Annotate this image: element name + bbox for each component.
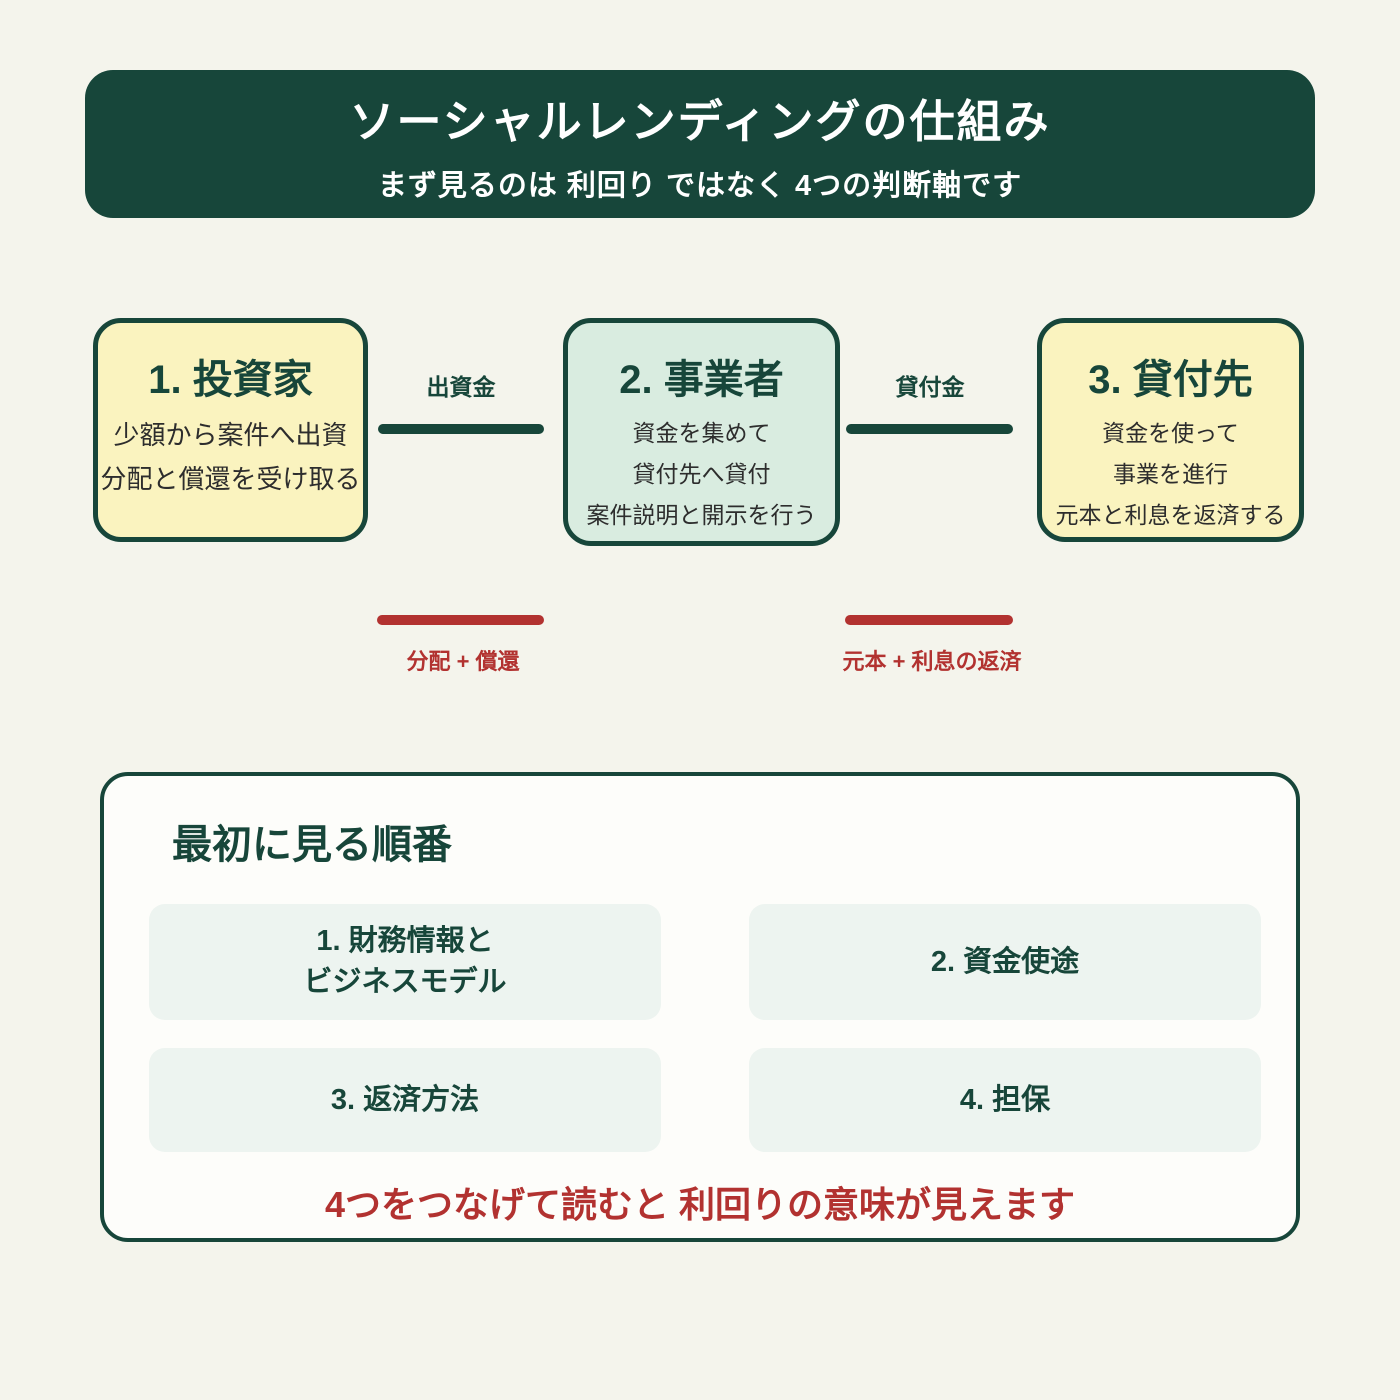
node-line: 少額から案件へ出資 xyxy=(113,420,348,450)
node-line: 資金を使って xyxy=(1102,420,1239,446)
node-line: 事業を進行 xyxy=(1113,461,1228,487)
checklist-item-use-of-funds: 2. 資金使途 xyxy=(749,904,1261,1020)
forward-link-line xyxy=(378,424,544,434)
return-link-label-distribution: 分配 + 償還 xyxy=(406,649,520,674)
checklist-item-label: 1. 財務情報と ビジネスモデル xyxy=(303,921,506,1003)
checklist-item-collateral: 4. 担保 xyxy=(749,1048,1261,1152)
return-link-line xyxy=(845,615,1013,625)
node-line: 元本と利息を返済する xyxy=(1055,502,1286,528)
page-title: ソーシャルレンディングの仕組み xyxy=(349,95,1051,147)
node-title: 3. 貸付先 xyxy=(1088,358,1253,402)
node-body: 少額から案件へ出資 分配と償還を受け取る xyxy=(100,413,360,501)
return-link-line xyxy=(377,615,544,625)
forward-link-label-investment: 出資金 xyxy=(426,374,496,400)
flow-node-borrower: 3. 貸付先 資金を使って 事業を進行 元本と利息を返済する xyxy=(1037,318,1304,542)
node-line: 貸付先へ貸付 xyxy=(632,461,771,487)
node-line: 資金を集めて xyxy=(632,420,771,446)
checklist-item-label: 4. 担保 xyxy=(959,1083,1051,1116)
header-banner: ソーシャルレンディングの仕組み まず見るのは 利回り ではなく 4つの判断軸です xyxy=(85,70,1315,218)
node-title: 1. 投資家 xyxy=(148,358,313,402)
checklist-item-line: 1. 財務情報と xyxy=(316,925,494,957)
return-link-label-repayment: 元本 + 利息の返済 xyxy=(842,649,1022,674)
checklist-item-label: 3. 返済方法 xyxy=(330,1083,480,1116)
forward-link-label-loan: 貸付金 xyxy=(895,374,965,400)
checklist-card: 最初に見る順番 1. 財務情報と ビジネスモデル 2. 資金使途 3. 返済方法… xyxy=(100,772,1300,1242)
node-body: 資金を集めて 貸付先へ貸付 案件説明と開示を行う xyxy=(587,413,817,536)
checklist-item-repayment-method: 3. 返済方法 xyxy=(149,1048,661,1152)
node-line: 分配と償還を受け取る xyxy=(100,464,361,494)
node-body: 資金を使って 事業を進行 元本と利息を返済する xyxy=(1056,413,1286,536)
checklist-item-line: ビジネスモデル xyxy=(303,966,507,998)
checklist-item-financials: 1. 財務情報と ビジネスモデル xyxy=(149,904,661,1020)
flow-node-operator: 2. 事業者 資金を集めて 貸付先へ貸付 案件説明と開示を行う xyxy=(563,318,840,546)
node-title: 2. 事業者 xyxy=(619,358,784,402)
forward-link-line xyxy=(846,424,1013,434)
checklist-heading: 最初に見る順番 xyxy=(172,823,452,867)
flow-node-investor: 1. 投資家 少額から案件へ出資 分配と償還を受け取る xyxy=(93,318,368,542)
checklist-footer-note: 4つをつなげて読むと 利回りの意味が見えます xyxy=(324,1184,1076,1225)
checklist-item-label: 2. 資金使途 xyxy=(930,945,1080,978)
page-subtitle: まず見るのは 利回り ではなく 4つの判断軸です xyxy=(377,169,1023,202)
node-line: 案件説明と開示を行う xyxy=(586,502,817,528)
